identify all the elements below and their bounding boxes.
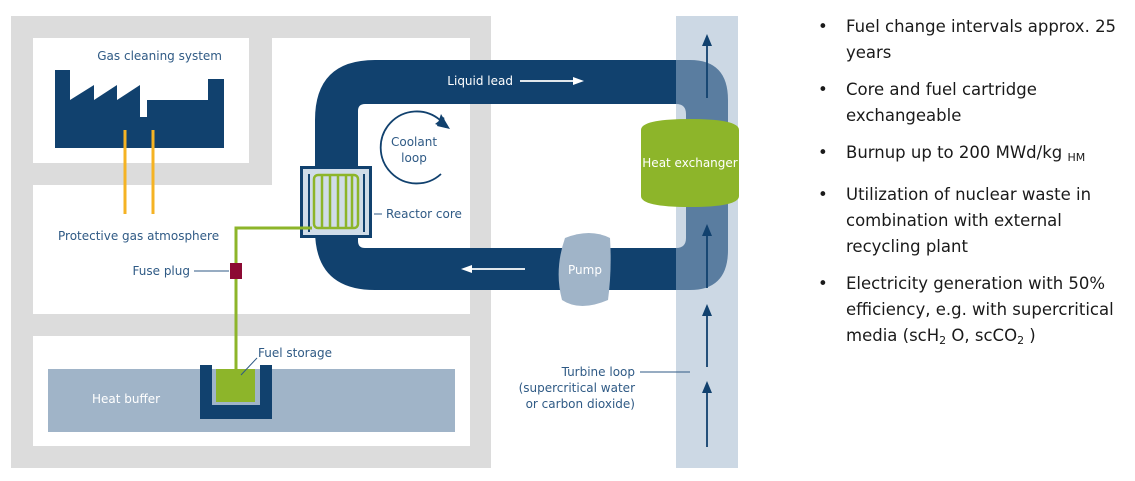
fuse-plug: [230, 263, 242, 279]
liquid-lead-arrowhead: [573, 77, 584, 85]
feature-text: Utilization of nuclear waste in combinat…: [846, 185, 1092, 256]
feature-subscript: 2: [1017, 334, 1025, 347]
fuel-cartridge: [312, 173, 360, 230]
bullet-icon: •: [818, 274, 828, 293]
return-flow-arrowhead: [461, 265, 472, 273]
fuel-rods: [320, 176, 354, 227]
coolant-loop-arrowhead-tip: [437, 114, 450, 129]
coolant-loop-label-1: Coolant: [391, 135, 437, 149]
fuel-storage-leader: [240, 357, 258, 376]
heat-exchanger: [641, 119, 739, 207]
turbine-loop-label-3: or carbon dioxide): [526, 397, 635, 411]
coolant-loop-label-2: loop: [401, 151, 427, 165]
feature-text: O, scCO: [946, 326, 1018, 345]
feature-list: •Fuel change intervals approx. 25 years …: [818, 14, 1133, 365]
feature-text: ): [1024, 326, 1036, 345]
factory-icon: [55, 70, 224, 148]
feature-text: Electricity generation with 50% efficien…: [846, 274, 1114, 345]
feature-text: Fuel change intervals approx. 25 years: [846, 17, 1117, 62]
bullet-icon: •: [818, 143, 828, 162]
fuel-storage-vessel: [200, 365, 272, 419]
fuel-storage-label: Fuel storage: [258, 346, 332, 360]
feature-item: • Utilization of nuclear waste in combina…: [818, 182, 1133, 260]
feature-text: Core and fuel cartridge exchangeable: [846, 80, 1037, 125]
protective-gas-label: Protective gas atmosphere: [58, 229, 219, 243]
feature-subscript: 2: [939, 334, 947, 347]
feature-item: • Burnup up to 200 MWd/kg HM: [818, 140, 1133, 171]
gas-cleaning-label: Gas cleaning system: [97, 49, 222, 63]
feature-item: • Electricity generation with 50% efficie…: [818, 271, 1133, 354]
turbine-loop-label-2: (supercritical water: [519, 381, 635, 395]
turbine-flow-arrows: [702, 34, 712, 447]
bullet-icon: •: [818, 80, 828, 99]
feature-item: • Core and fuel cartridge exchangeable: [818, 77, 1133, 129]
pump-label: Pump: [568, 263, 602, 277]
reactor-core-label: Reactor core: [386, 207, 462, 221]
feature-subscript: HM: [1067, 151, 1086, 164]
liquid-lead-label: Liquid lead: [447, 74, 513, 88]
feature-text: Burnup up to 200 MWd/kg: [846, 143, 1063, 162]
heat-buffer-label: Heat buffer: [92, 392, 160, 406]
feature-item: • Fuel change intervals approx. 25 years: [818, 14, 1133, 66]
drain-line: [234, 226, 312, 373]
turbine-loop-label-1: Turbine loop: [561, 365, 635, 379]
fuse-plug-label: Fuse plug: [133, 264, 190, 278]
heat-exchanger-label: Heat exchanger: [642, 156, 738, 170]
bullet-icon: •: [818, 17, 828, 36]
coolant-loop-pipe: [315, 60, 676, 290]
coolant-loop-arrow: [379, 110, 442, 185]
reactor-diagram: Gas cleaning system Protective gas atmos…: [11, 16, 739, 468]
bullet-icon: •: [818, 185, 828, 204]
fuel-storage: [216, 369, 255, 402]
pump: [558, 233, 611, 306]
